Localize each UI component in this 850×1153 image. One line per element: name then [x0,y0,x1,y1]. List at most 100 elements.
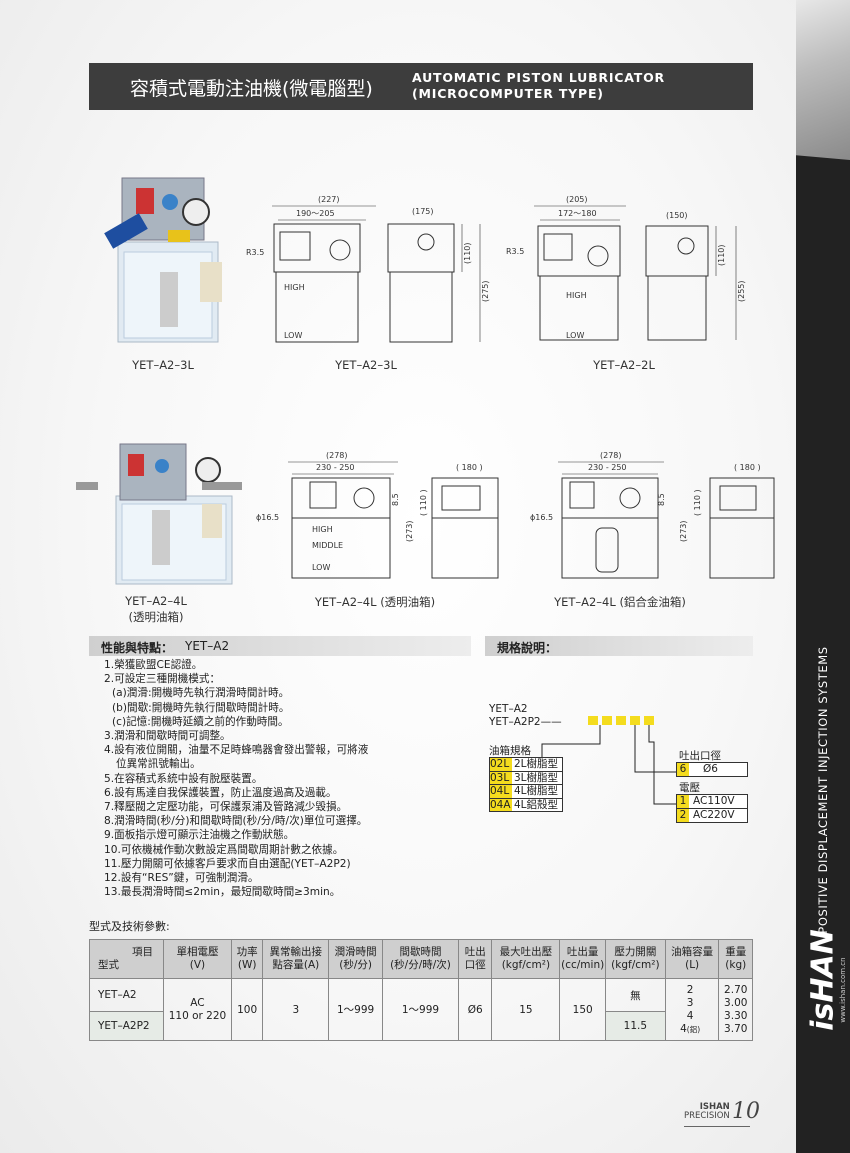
weight-value: 2.70 [724,983,748,996]
desc: 4L鋁殼型 [514,798,559,811]
code: 6 [677,763,689,776]
desc: Ø6 [703,763,718,775]
header-voltage: 單相電壓(V) [163,939,232,979]
spec-voltage-option: 1 AC110V [677,795,747,809]
drawing-yet-a2-3l: (227) 190～205 R3.5 HIGH LOW (175) (110) … [246,195,490,343]
code: 04A [490,798,512,811]
drawing-yet-a2-4l-transparent: (278) 230 - 250 ϕ16.5 HIGH MIDDLE LOW 8.… [256,451,499,579]
feature-item: 8.潤滑時間(秒/分)和間歇時間(秒/分/時/次)單位可選擇。 [104,815,368,828]
h2: (kg) [725,959,747,971]
spec-heading: 規格說明： [497,641,558,655]
dim-height-2: (275) [481,280,490,302]
feature-item: 2.可設定三種開機模式： [104,673,221,686]
feature-item: 10.可依機械作動次數設定爲間歇周期計數之依據。 [104,843,344,856]
dim-width-range: 230 - 250 [588,463,627,472]
dim-height-0: 8.5 [657,493,666,506]
header-pressure-switch: 壓力開關(kgf/cm²) [604,939,666,979]
h1: 異常輸出接 [269,946,323,958]
h2: (kgf/cm²) [501,959,551,971]
features-header: 性能與特點： YET–A2 [89,636,471,656]
footer-line [684,1126,750,1127]
spec-model-1: YET–A2 [489,703,528,715]
pressure-switch-cell: 無 [604,978,666,1012]
feature-item: 5.在容積式系統中設有脫壓裝置。 [104,772,263,785]
h1: 潤滑時間 [334,946,377,958]
table-header-row: 項目 型式 單相電壓(V) 功率(W) 異常輸出接點容量(A) 潤滑時間(秒/分… [89,939,753,979]
spec-model-2: YET–A2P2—— [489,716,562,728]
h1: 油箱容量 [671,946,714,958]
dim-width-range: 190～205 [296,209,335,218]
dim-height-1: (110) [717,244,726,266]
feature-item: 12.設有“RES”鍵，可強制潤滑。 [104,872,259,885]
power-cell: 100 [230,978,264,1041]
code: 02L [490,758,512,771]
feature-item: 13.最長潤滑時間≤2min，最短間歇時間≥3min。 [104,886,341,899]
desc: 4L樹脂型 [514,785,559,797]
drawing-yet-a2-4l-aluminium: (278) 230 - 250 ϕ16.5 8.5 (273) ( 110 ) … [530,451,775,579]
desc: AC110V [693,795,735,807]
label-low: LOW [566,331,584,340]
table-row: YET–A2P2 11.5 [89,1011,753,1041]
caption-drawing-3l: YET–A2–3L [335,358,397,372]
header-item: 項目 [132,946,153,958]
h1: 間歇時間 [399,946,442,958]
header-discharge: 吐出量(cc/min) [559,939,606,979]
brand-url: www.ishan.com.cn [839,957,847,1023]
feature-item: (a)潤滑:開機時先執行潤滑時間計時。 [112,687,290,700]
max-pressure-cell: 15 [491,978,561,1041]
caption-photo-4l-line2: (透明油箱) [128,610,184,624]
page-title-cn: 容積式電動注油機(微電腦型) [130,78,373,100]
dim-height-2: (255) [737,280,746,302]
spec-header: 規格說明： [485,636,753,656]
spec-table: 項目 型式 單相電壓(V) 功率(W) 異常輸出接點容量(A) 潤滑時間(秒/分… [89,939,753,1041]
code: 1 [677,795,689,808]
dim-phi: ϕ16.5 [256,513,279,522]
weight-cell: 2.70 3.00 3.30 3.70 [718,978,753,1041]
h1: 單相電壓 [176,946,219,958]
pressure-switch-cell: 11.5 [604,1011,666,1041]
dim-height-2: (273) [679,520,688,542]
spec-tank-label: 油箱規格 [489,745,531,757]
feature-item: 6.設有馬達自我保護裝置，防止溫度過高及過載。 [104,786,337,799]
h2: (V) [189,959,206,971]
feature-item: 1.榮獲歐盟CE認證。 [104,659,203,671]
header-capacity: 油箱容量(L) [664,939,720,979]
dim-width-range: 230 - 250 [316,463,355,472]
desc: 2L樹脂型 [514,758,559,770]
header-power: 功率(W) [230,939,264,979]
side-strip [796,0,850,1153]
title-en-line1: AUTOMATIC PISTON LUBRICATOR [412,70,665,85]
feature-item: 3.潤滑和間歇時間可調整。 [104,730,231,743]
feature-item: 9.面板指示燈可顯示注油機之作動狀態。 [104,829,295,842]
capacity-note: (鋁) [686,1024,701,1034]
voltage-cell: AC 110 or 220 [163,978,232,1041]
h1: 最大吐出壓 [499,946,553,958]
table-row: YET–A2 AC 110 or 220 100 3 1～999 1～999 Ø… [89,978,753,1041]
h2: (kgf/cm²) [611,959,660,971]
output-cell: 3 [262,978,330,1041]
dim-height-1: (110) [463,242,472,264]
interval-cell: 1～999 [381,978,459,1041]
feature-item: (b)間歇:開機時先執行間歇時間計時。 [112,701,290,714]
label-middle: MIDDLE [312,541,343,550]
feature-item: 7.釋壓閥之定壓功能，可保護泵浦及管路減少毀損。 [104,801,348,814]
dim-side-width: (150) [666,211,688,220]
label-low: LOW [284,331,302,340]
label-low: LOW [312,563,330,572]
h2: (W) [237,959,257,971]
dim-width-total: (227) [318,195,340,204]
capacity-value: 4 [680,1022,687,1035]
header-lube-time: 潤滑時間(秒/分) [328,939,383,979]
caption-drawing-4l-transparent: YET–A2–4L (透明油箱) [314,595,436,609]
title-en-line2: (MICROCOMPUTER TYPE) [412,86,604,101]
model-cell: YET–A2 [89,978,164,1012]
dim-width-range: 172～180 [558,209,597,218]
discharge-cell: 150 [559,978,606,1041]
footer-brand: ISHAN [699,1102,730,1112]
h2: (秒/分/時/次) [390,959,451,971]
capacity-value-row: 4(鋁) [666,1023,715,1036]
